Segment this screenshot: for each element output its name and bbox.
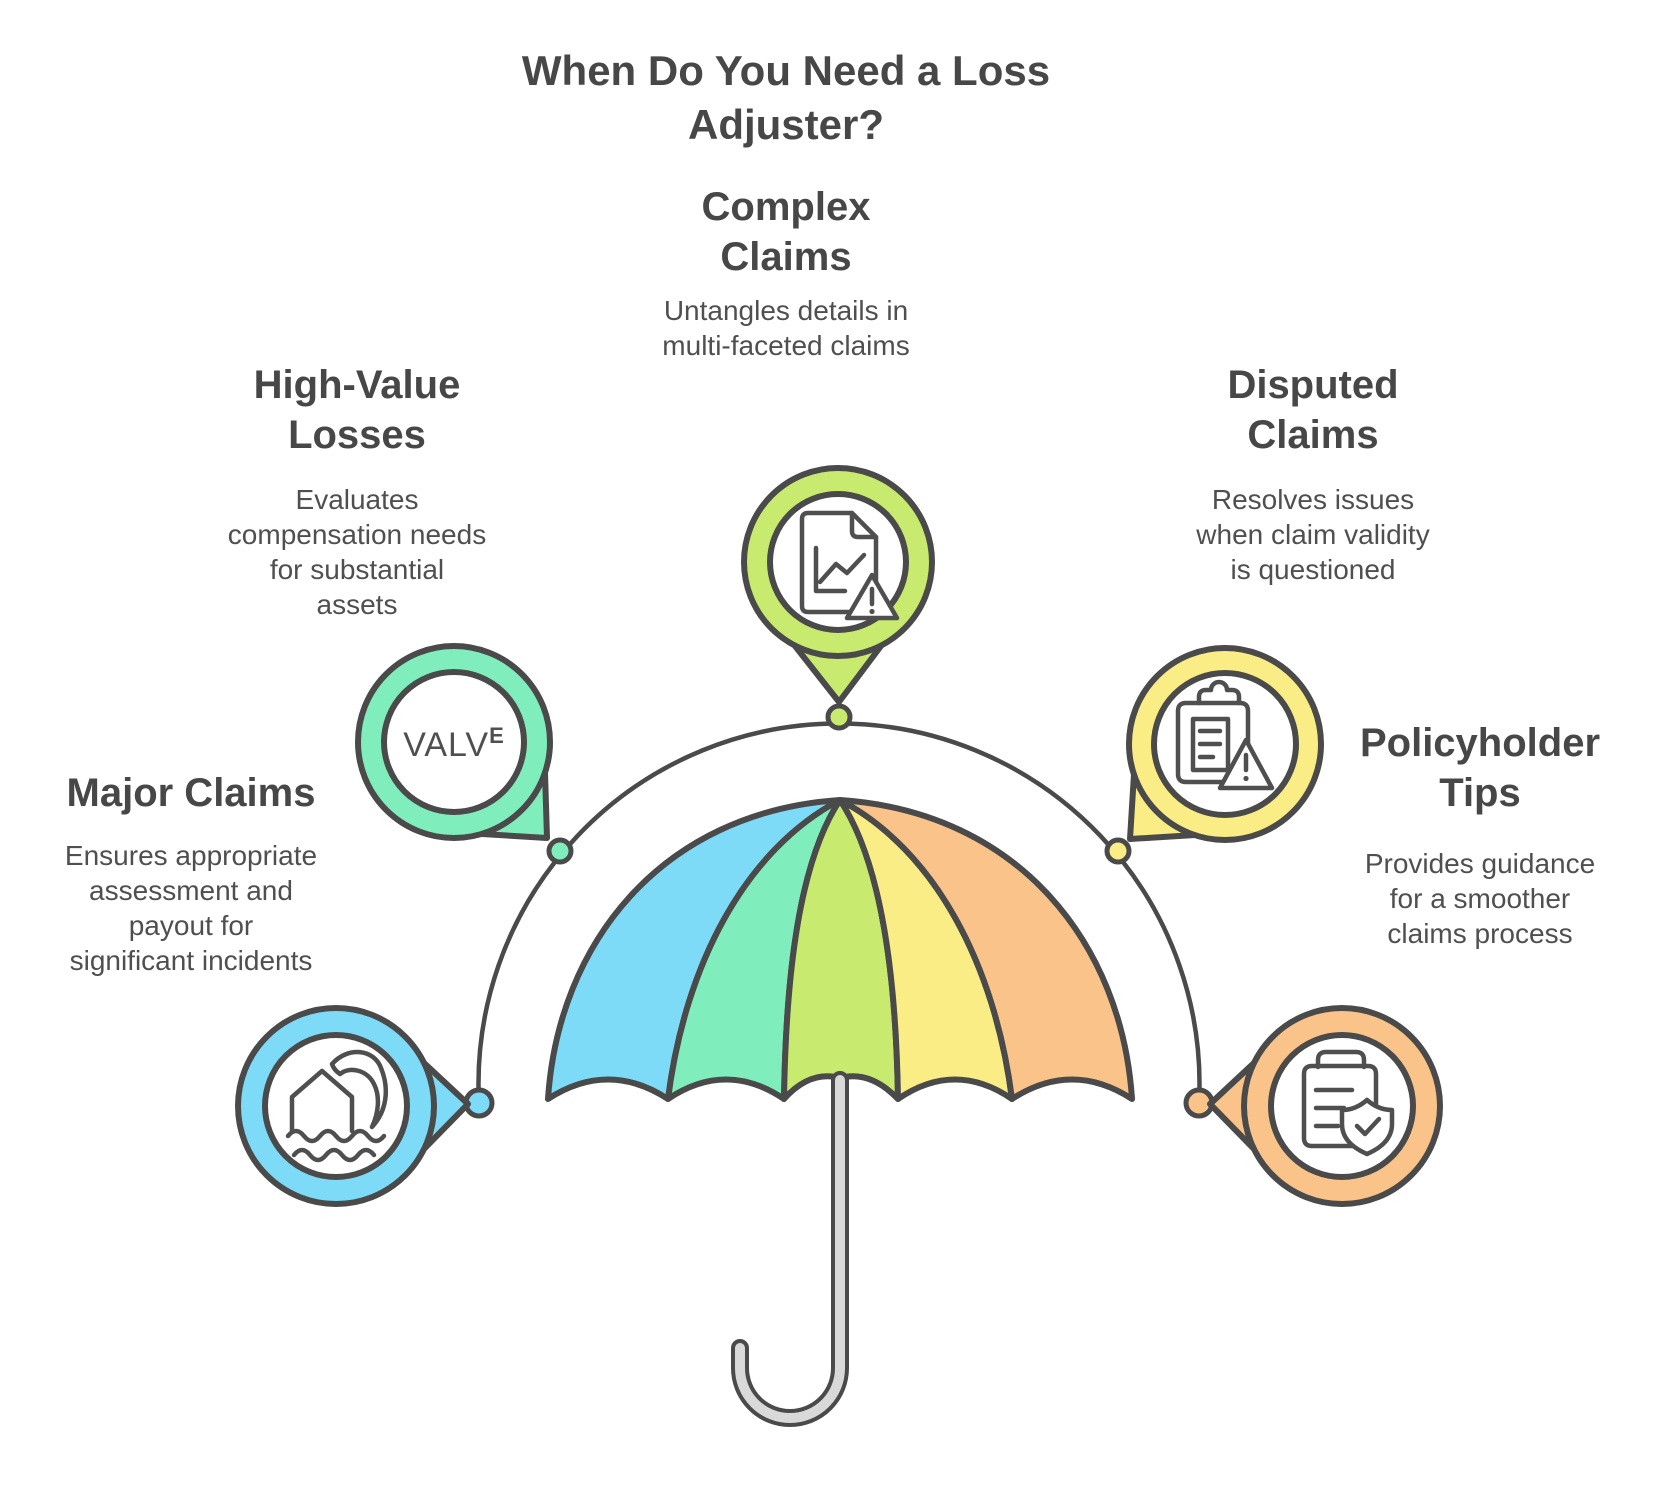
clipboard-check-icon	[1301, 1049, 1395, 1157]
major-claims-description: Ensures appropriate assessment and payou…	[64, 840, 318, 976]
arc-node-complex	[825, 703, 853, 731]
umbrella-panel-orange	[837, 797, 1135, 1102]
umbrella	[545, 797, 1135, 1102]
disputed-bubble-face	[1151, 670, 1299, 818]
high-value-bubble-face	[381, 669, 527, 815]
umbrella-pole-outline	[731, 1071, 849, 1427]
policyholder-tips-description: Provides guidance for a smoother claims …	[1364, 848, 1596, 949]
house-flood-icon	[285, 1049, 389, 1163]
arc-nodes	[463, 703, 1215, 1119]
disputed-claims-heading: Disputed Claims	[1227, 363, 1399, 457]
complex-claims-description: Untangles details in multi-faceted claim…	[662, 295, 910, 361]
complex-claims-heading: Complex Claims	[701, 185, 871, 279]
high-value-losses-heading: High-Value Losses	[253, 363, 461, 457]
value-text-icon: VALVE	[403, 723, 505, 764]
umbrella-pole-fill	[735, 1075, 845, 1423]
policyholder-tips-heading: Policyholder Tips	[1359, 721, 1601, 815]
major-claims-heading: Major Claims	[66, 771, 316, 815]
page-title: When Do You Need a Loss Adjuster?	[521, 47, 1051, 148]
umbrella-pole	[731, 1071, 849, 1427]
complex-bubble	[741, 465, 935, 705]
clipboard-warning-icon	[1175, 679, 1275, 791]
arc-node-disputed	[1104, 837, 1132, 865]
high-value-losses-description: Evaluates compensation needs for substan…	[227, 484, 487, 620]
document-chart-warning-icon	[799, 510, 900, 621]
disputed-claims-description: Resolves issues when claim validity is q…	[1196, 484, 1430, 585]
high-value-bubble	[355, 643, 553, 841]
disputed-bubble	[1126, 645, 1324, 843]
arc-node-high-value	[546, 837, 574, 865]
